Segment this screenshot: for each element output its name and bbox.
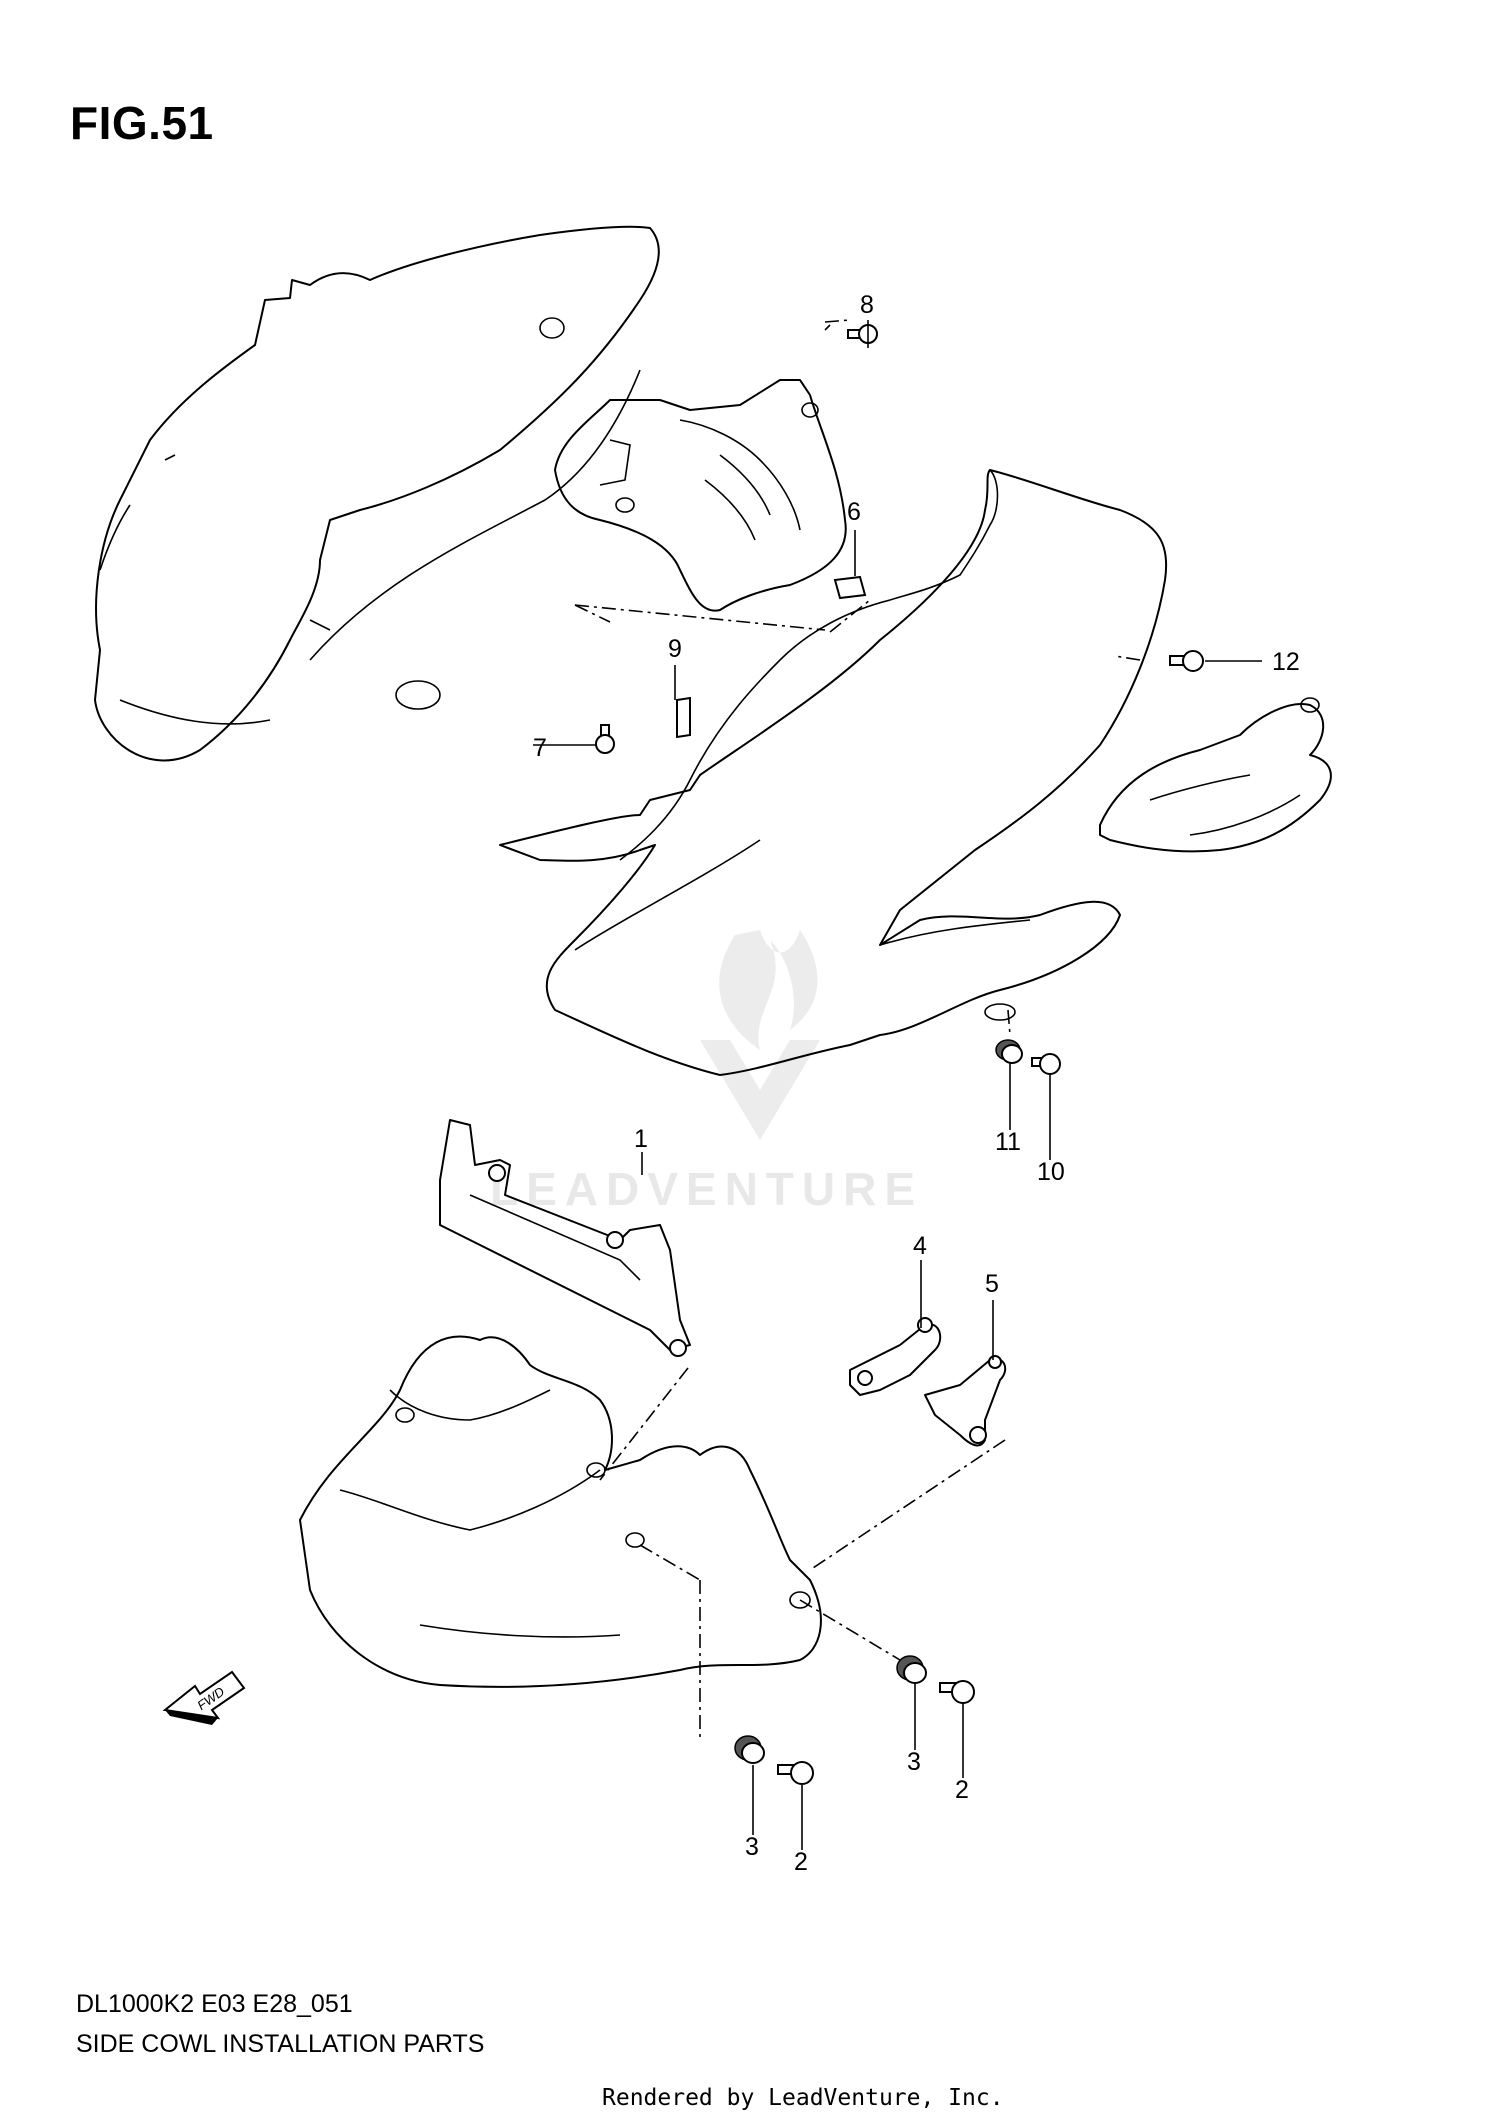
grommet-part-3-right (896, 1655, 927, 1684)
right-small-cover (1099, 697, 1332, 853)
bracket-part-5 (924, 1355, 1007, 1447)
callout-7: 7 (533, 734, 547, 762)
hardware (595, 324, 1204, 1785)
callout-6: 6 (847, 498, 861, 526)
callout-3-left: 3 (745, 1833, 759, 1861)
callout-2-left: 2 (794, 1848, 808, 1876)
callout-1: 1 (634, 1125, 648, 1153)
callouts: 8 6 7 9 12 11 10 1 4 5 3 2 3 2 (533, 291, 1300, 1876)
callout-5: 5 (985, 1270, 999, 1298)
diagram-code: DL1000K2 E03 E28_051 (76, 1990, 353, 2018)
screw-part-2-left (777, 1761, 814, 1785)
callout-10: 10 (1037, 1158, 1065, 1186)
callout-4: 4 (913, 1232, 927, 1260)
callout-8: 8 (860, 291, 874, 319)
nut-clip-part-6 (833, 575, 867, 600)
screw-part-12 (1169, 650, 1204, 672)
figure-title: FIG.51 (70, 97, 214, 149)
leader-lines (533, 320, 1262, 1850)
main-side-cowl (499, 469, 1168, 1076)
grommet-part-3-left (734, 1735, 765, 1764)
assembly-lines (574, 319, 1141, 1740)
bracket-part-4 (849, 1317, 942, 1396)
screw-part-7 (595, 724, 615, 754)
callout-3-right: 3 (907, 1748, 921, 1776)
upper-left-cowl (94, 225, 660, 762)
screw-part-2-right (939, 1680, 975, 1704)
bracket-part-1 (439, 1119, 691, 1357)
callout-2-right: 2 (955, 1776, 969, 1804)
watermark-text: LEADVENTURE (490, 1163, 923, 1215)
callout-11: 11 (995, 1128, 1021, 1156)
screw-part-8 (847, 324, 878, 344)
screw-part-10 (1031, 1053, 1061, 1075)
nut-clip-part-9 (676, 696, 691, 739)
rendered-by-credit: Rendered by LeadVenture, Inc. (602, 2085, 1004, 2111)
callout-9: 9 (668, 635, 682, 663)
diagram-title: SIDE COWL INSTALLATION PARTS (76, 2030, 485, 2058)
fwd-arrow-icon: FWD (162, 1670, 246, 1725)
watermark-logo: LEADVENTURE (490, 930, 923, 1215)
grommet-part-11 (995, 1039, 1023, 1064)
upper-inner-cover (554, 379, 847, 612)
callout-12: 12 (1272, 648, 1300, 676)
lower-cowl (299, 1335, 822, 1688)
